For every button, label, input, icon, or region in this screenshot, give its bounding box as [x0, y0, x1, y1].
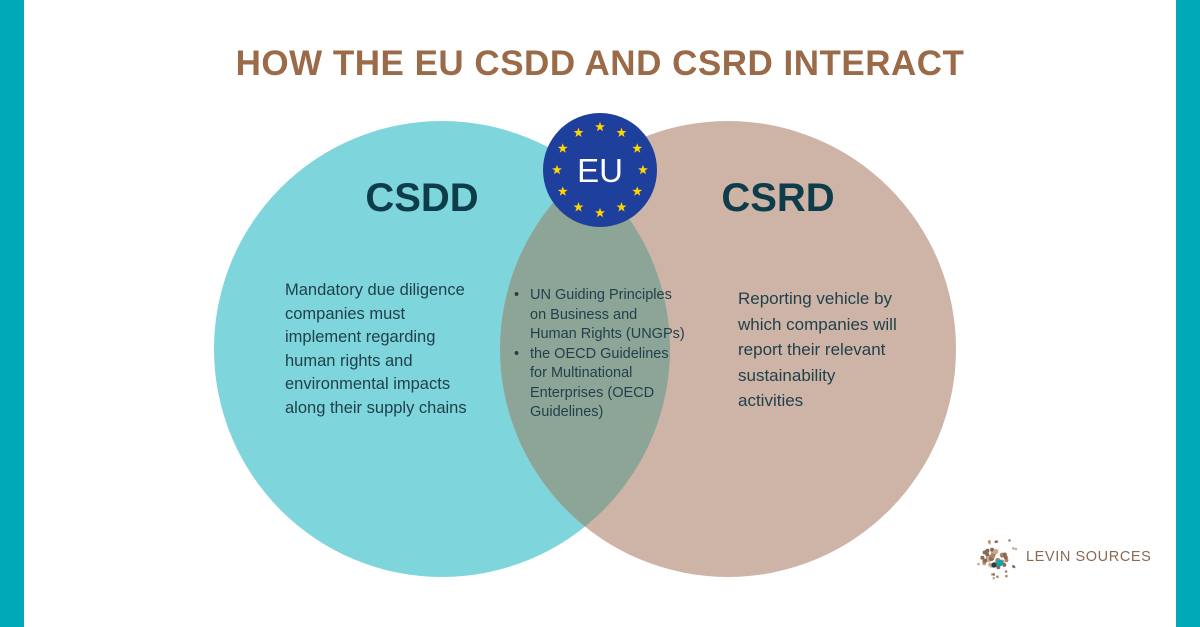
- eu-flag-badge: EU: [543, 113, 657, 227]
- logo-dot: [1008, 539, 1011, 542]
- csdd-line: human rights and: [285, 351, 413, 370]
- eu-flag-circle: [543, 113, 657, 227]
- eu-star-icon: [616, 202, 627, 212]
- eu-star-icon: [557, 186, 568, 196]
- logo-dot: [1014, 547, 1018, 551]
- eu-star-icon: [595, 207, 605, 218]
- csrd-line: activities: [738, 391, 804, 410]
- logo-dot: [985, 548, 990, 553]
- logo-dot: [996, 559, 1004, 567]
- csdd-line: Mandatory due diligence: [285, 281, 465, 299]
- logo-dot: [1012, 547, 1015, 550]
- page-title: HOW THE EU CSDD AND CSRD INTERACT: [235, 44, 965, 83]
- overlap-line: Enterprises (OECD: [530, 384, 655, 401]
- logo-dot: [990, 547, 995, 552]
- csrd-heading: CSRD: [721, 176, 835, 220]
- csdd-description: Mandatory due diligence companies must i…: [285, 279, 467, 420]
- logo-dot: [1004, 570, 1008, 573]
- overlap-line: on Business and: [530, 306, 638, 323]
- eu-star-icon: [573, 127, 584, 137]
- overlap-line: UN Guiding Principles: [530, 287, 672, 303]
- csrd-line: sustainability: [738, 365, 836, 385]
- logo-dot: [991, 562, 997, 568]
- logo-dot: [985, 552, 990, 557]
- eu-stars: [552, 121, 648, 218]
- eu-star-icon: [638, 164, 648, 175]
- logo-dot: [980, 555, 985, 560]
- logo-dot: [994, 540, 998, 544]
- logo-dot: [1003, 555, 1008, 560]
- csdd-heading: CSDD: [365, 176, 479, 220]
- logo-dot: [996, 565, 1001, 570]
- dots-logo-icon: [977, 539, 1018, 580]
- brand-logo: LEVIN SOURCES: [974, 533, 1151, 581]
- eu-star-icon: [632, 186, 643, 196]
- logo-dot: [996, 575, 999, 578]
- logo-dot: [993, 548, 999, 555]
- logo-dot: [990, 553, 996, 559]
- overlap-line: for Multinational: [530, 365, 633, 381]
- csrd-description: Reporting vehicle by which companies wil…: [738, 286, 897, 414]
- eu-label: EU: [577, 152, 623, 189]
- csrd-line: report their relevant: [738, 340, 886, 359]
- csdd-line: implement regarding: [285, 328, 436, 346]
- csdd-line: along their supply chains: [285, 398, 467, 417]
- infographic-canvas: HOW THE EU CSDD AND CSRD INTERACT EU CSD…: [24, 0, 1176, 627]
- logo-dot: [983, 558, 988, 563]
- overlap-list: UN Guiding Principles on Business and Hu…: [510, 286, 702, 423]
- csrd-line: Reporting vehicle by: [738, 289, 893, 308]
- csrd-line: which companies will: [738, 314, 897, 334]
- logo-dot: [992, 576, 996, 580]
- eu-star-icon: [595, 121, 605, 132]
- overlap-region: [500, 121, 670, 577]
- overlap-line: the OECD Guidelines: [530, 345, 669, 362]
- eu-star-icon: [552, 164, 562, 175]
- logo-dot: [1012, 565, 1016, 569]
- eu-star-icon: [573, 202, 584, 212]
- logo-dot: [977, 562, 980, 566]
- overlap-item-oecd: the OECD Guidelines for Multinational En…: [510, 345, 702, 423]
- logo-dot: [992, 573, 996, 576]
- venn-diagram: EU: [214, 113, 956, 577]
- logo-dot: [1005, 574, 1008, 578]
- eu-star-icon: [557, 143, 568, 153]
- csdd-line: environmental impacts: [285, 375, 451, 393]
- overlap-line: Guidelines): [530, 404, 604, 420]
- eu-star-icon: [632, 143, 643, 153]
- logo-dot: [988, 540, 991, 543]
- logo-dot: [1002, 562, 1007, 567]
- overlap-item-ungps: UN Guiding Principles on Business and Hu…: [510, 286, 702, 345]
- overlap-line: Human Rights (UNGPs): [530, 326, 685, 342]
- csdd-line: companies must: [285, 304, 406, 323]
- brand-name: LEVIN SOURCES: [1026, 549, 1152, 565]
- eu-star-icon: [616, 127, 627, 137]
